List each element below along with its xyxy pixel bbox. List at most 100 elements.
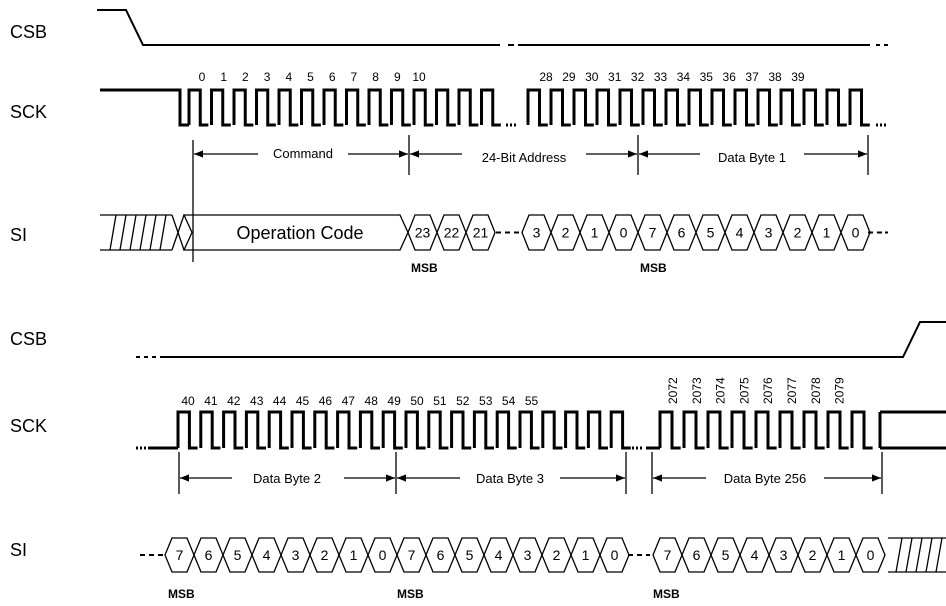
sck-pulses-bottom-a xyxy=(148,410,631,450)
clock-number: 39 xyxy=(791,70,805,84)
clock-number: 43 xyxy=(250,394,264,408)
data-byte-1-span-label: Data Byte 1 xyxy=(718,150,786,165)
bit-label: 2 xyxy=(794,225,802,241)
clock-number: 51 xyxy=(433,394,447,408)
clock-number: 28 xyxy=(539,70,553,84)
clock-number: 2079 xyxy=(833,377,847,404)
clock-number: 29 xyxy=(562,70,576,84)
bit-label: 6 xyxy=(678,225,686,241)
clock-number: 5 xyxy=(307,70,314,84)
data-byte-3-span-label: Data Byte 3 xyxy=(476,471,544,486)
sck-lead-top xyxy=(100,88,189,127)
sck-label-bottom: SCK xyxy=(10,416,47,436)
bit-label: 0 xyxy=(852,225,860,241)
bit-label: 7 xyxy=(649,225,657,241)
bit-label: 5 xyxy=(234,547,242,563)
clock-number: 9 xyxy=(394,70,401,84)
clock-number: 2072 xyxy=(666,377,680,404)
bit-label: 4 xyxy=(263,547,271,563)
clock-number: 42 xyxy=(227,394,241,408)
csb-label-bottom: CSB xyxy=(10,329,47,349)
sck-pulses-top-b xyxy=(526,88,870,127)
bit-label: 22 xyxy=(444,225,460,241)
clock-number: 38 xyxy=(768,70,782,84)
span-arrows-bottom xyxy=(178,452,883,494)
bit-label: 1 xyxy=(350,547,358,563)
clock-number: 2073 xyxy=(690,377,704,404)
clock-number: 2077 xyxy=(785,377,799,404)
bit-label: 0 xyxy=(867,547,875,563)
clock-number: 47 xyxy=(342,394,356,408)
msb-label-data-byte-256: MSB xyxy=(653,587,680,601)
data-byte-2-span-label: Data Byte 2 xyxy=(253,471,321,486)
bit-label: 6 xyxy=(437,547,445,563)
clock-number: 0 xyxy=(199,70,206,84)
bit-label: 4 xyxy=(751,547,759,563)
bit-label: 0 xyxy=(379,547,387,563)
clock-number: 2074 xyxy=(714,377,728,404)
si-label-bottom: SI xyxy=(10,540,27,560)
span-arrows-top xyxy=(192,135,869,262)
bit-cell xyxy=(465,214,496,251)
clock-number: 7 xyxy=(351,70,358,84)
opcode-label: Operation Code xyxy=(236,223,363,243)
clock-number: 53 xyxy=(479,394,493,408)
clock-number: 46 xyxy=(319,394,333,408)
bit-label: 7 xyxy=(176,547,184,563)
clock-number: 31 xyxy=(608,70,622,84)
msb-label-data-byte-1: MSB xyxy=(640,261,667,275)
clock-number: 10 xyxy=(412,70,426,84)
clock-number: 45 xyxy=(296,394,310,408)
clock-number: 2075 xyxy=(737,377,751,404)
bit-label: 0 xyxy=(620,225,628,241)
clock-number: 3 xyxy=(264,70,271,84)
bit-label: 3 xyxy=(780,547,788,563)
csb-waveform-bottom xyxy=(136,321,946,358)
clock-number: 2 xyxy=(242,70,249,84)
bit-label: 1 xyxy=(591,225,599,241)
clock-number: 6 xyxy=(329,70,336,84)
clock-number: 1 xyxy=(220,70,227,84)
csb-label-top: CSB xyxy=(10,22,47,42)
clock-number: 54 xyxy=(502,394,516,408)
clock-number: 36 xyxy=(723,70,737,84)
clock-number: 30 xyxy=(585,70,599,84)
bit-label: 4 xyxy=(495,547,503,563)
clock-number: 2078 xyxy=(809,377,823,404)
clock-number: 8 xyxy=(372,70,379,84)
bit-label: 1 xyxy=(838,547,846,563)
bit-label: 5 xyxy=(707,225,715,241)
sck-waveform-top xyxy=(100,88,886,127)
clock-number: 32 xyxy=(631,70,645,84)
bit-cell xyxy=(855,537,886,573)
bit-label: 0 xyxy=(611,547,619,563)
command-span-label: Command xyxy=(273,146,333,161)
msb-label-address: MSB xyxy=(411,261,438,275)
clock-number: 37 xyxy=(745,70,759,84)
bit-label: 7 xyxy=(664,547,672,563)
clock-number: 44 xyxy=(273,394,287,408)
msb-label-data-byte-2: MSB xyxy=(168,587,195,601)
bit-label: 6 xyxy=(693,547,701,563)
bit-label: 1 xyxy=(823,225,831,241)
bit-label: 2 xyxy=(562,225,570,241)
bit-label: 21 xyxy=(473,225,489,241)
bit-label: 2 xyxy=(321,547,329,563)
bit-label: 3 xyxy=(533,225,541,241)
bit-label: 23 xyxy=(415,225,431,241)
sck-pulses-top-a xyxy=(187,88,501,127)
clock-number: 40 xyxy=(181,394,195,408)
clock-number: 48 xyxy=(365,394,379,408)
clock-number: 50 xyxy=(410,394,424,408)
bit-label: 7 xyxy=(408,547,416,563)
clock-number: 35 xyxy=(700,70,714,84)
clock-number: 55 xyxy=(525,394,539,408)
opcode-cell: Operation Code xyxy=(182,214,409,251)
address-span-label: 24-Bit Address xyxy=(482,150,567,165)
msb-label-data-byte-3: MSB xyxy=(397,587,424,601)
